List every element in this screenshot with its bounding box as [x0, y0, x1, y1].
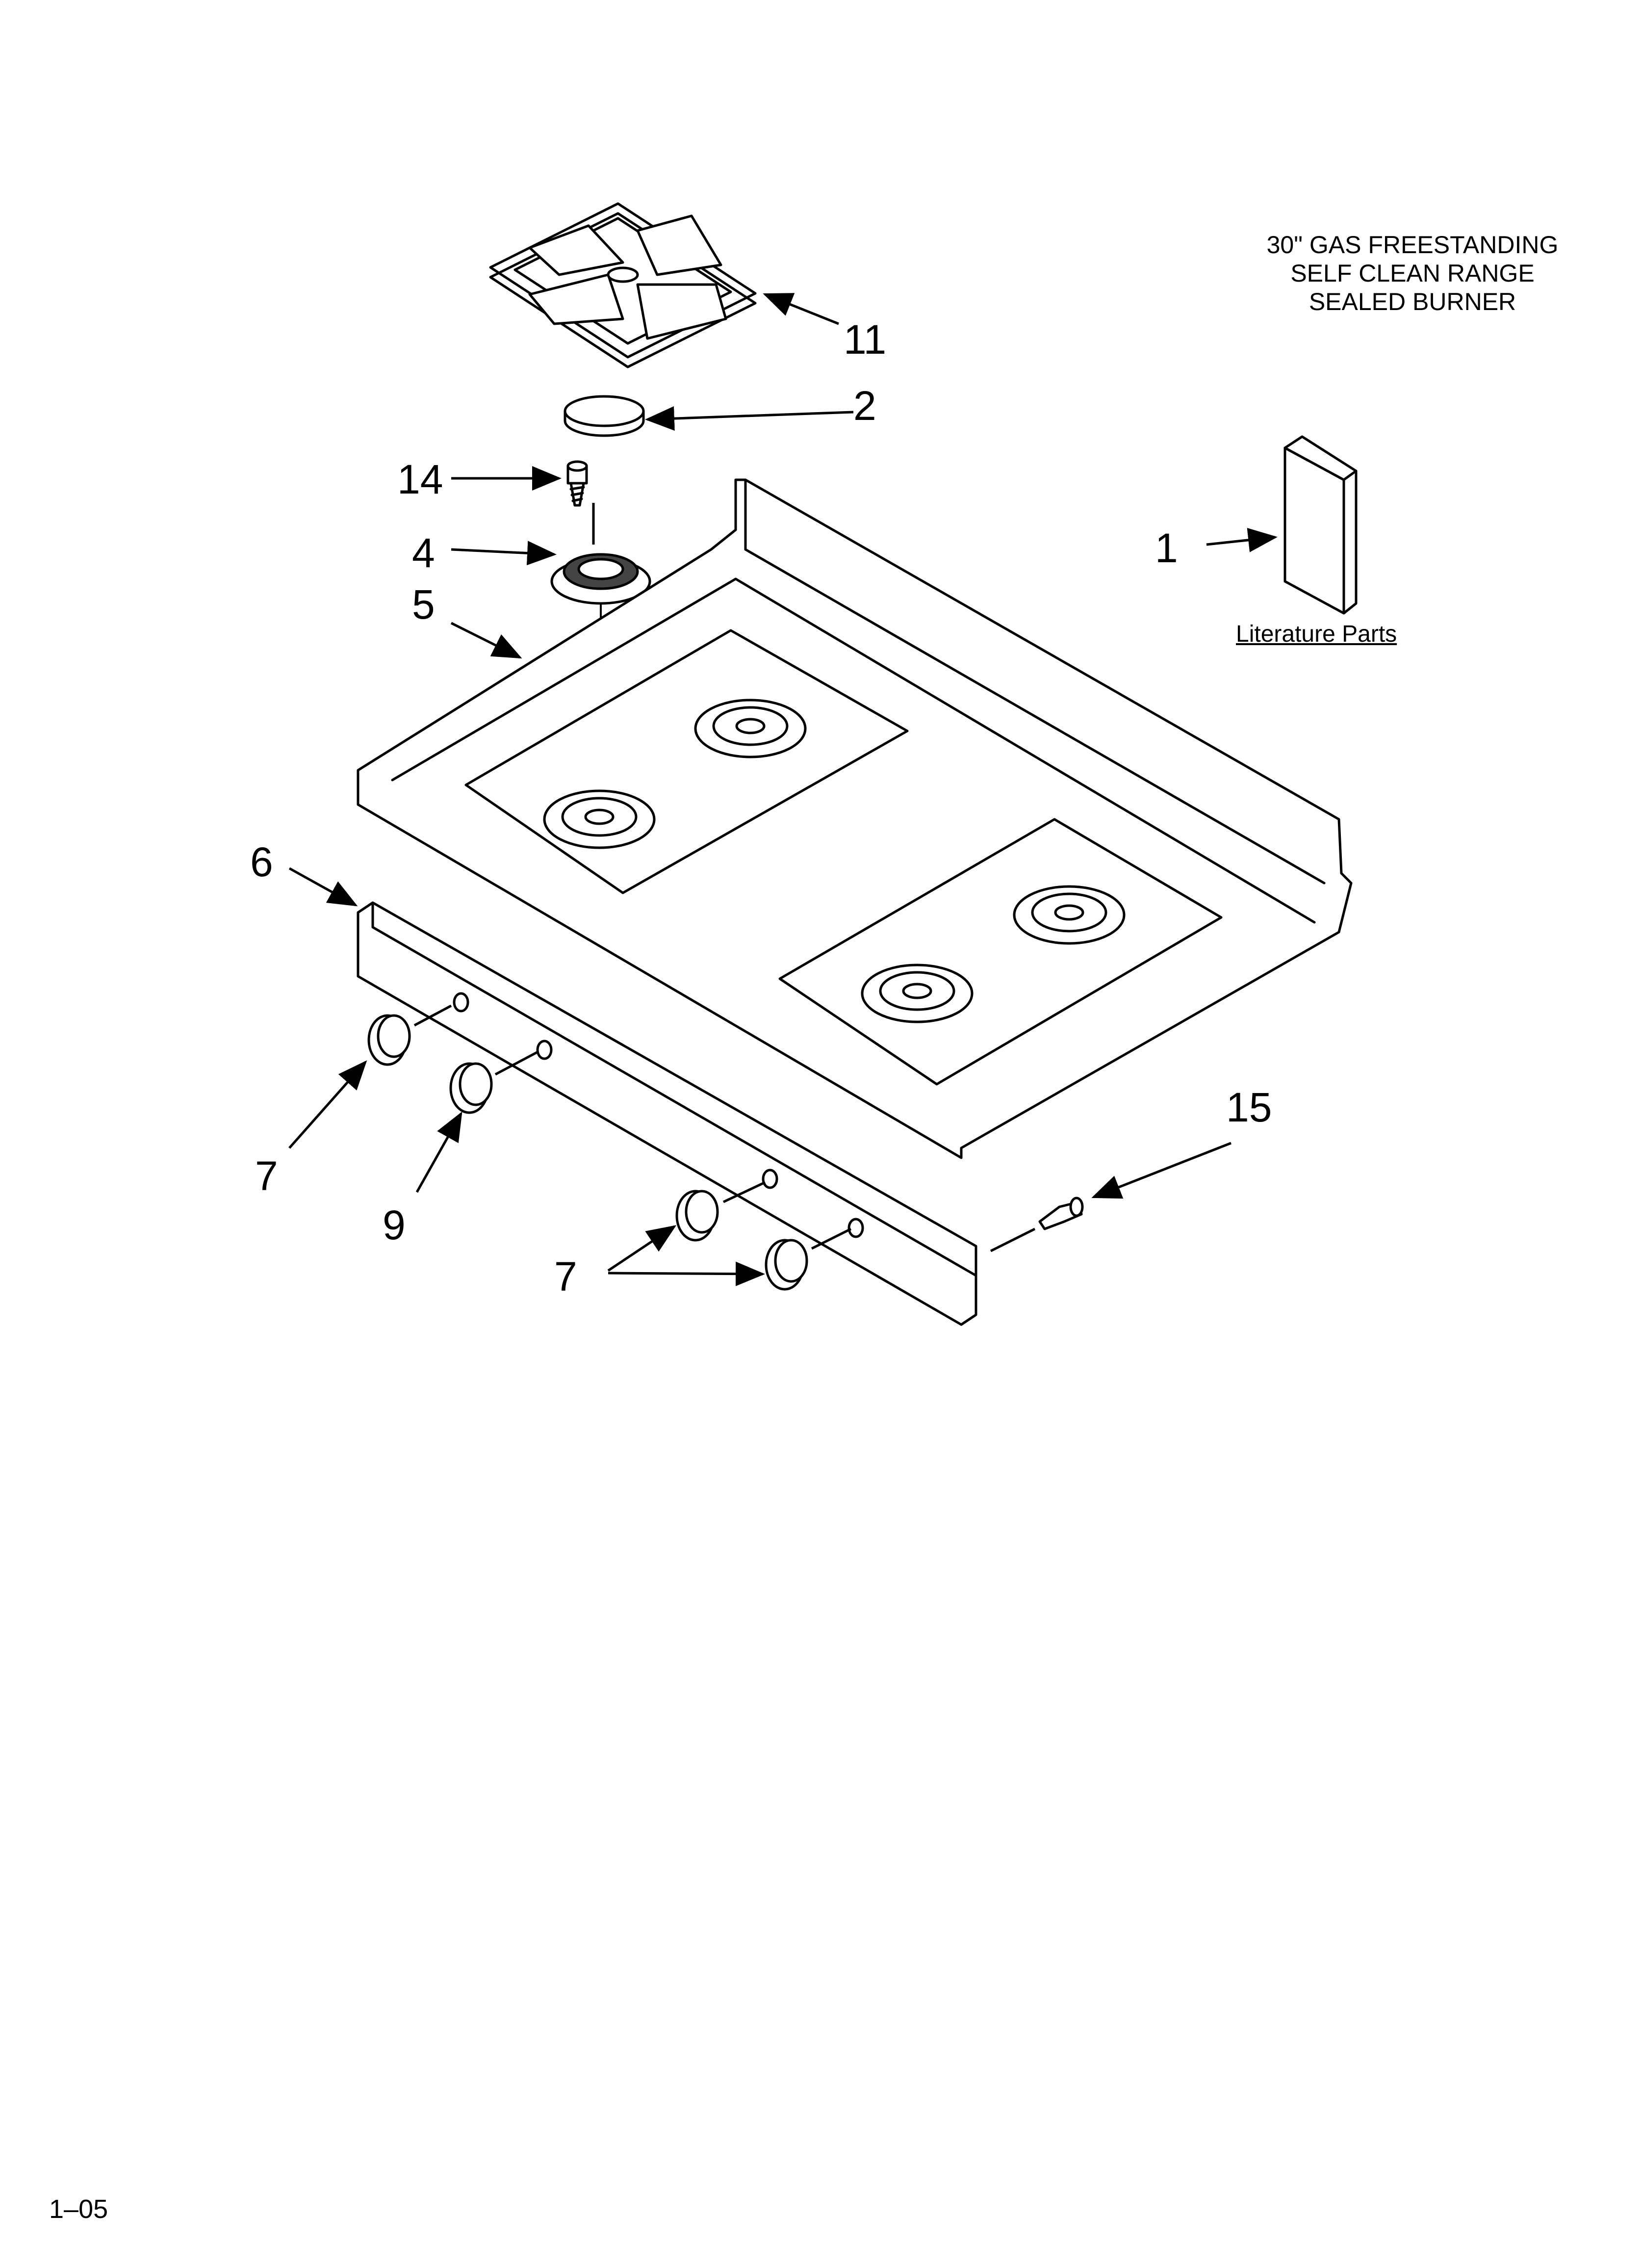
burner-grate-icon — [489, 202, 757, 368]
burner-base-icon — [550, 553, 651, 605]
leader-6 — [288, 867, 358, 907]
alignment-line — [811, 1227, 852, 1250]
cooktop-icon — [357, 478, 1353, 1159]
callout-11: 11 — [844, 316, 887, 363]
leader-9 — [415, 1111, 462, 1193]
leader-7b-2 — [608, 1261, 765, 1286]
callout-5: 5 — [412, 581, 435, 627]
screw-icon — [1038, 1197, 1084, 1230]
callout-9: 9 — [383, 1202, 406, 1248]
leader-1 — [1206, 528, 1278, 552]
alignment-line — [494, 1051, 538, 1076]
leader-7b-1 — [607, 1225, 677, 1272]
alignment-line — [722, 1181, 766, 1203]
callout-1: 1 — [1155, 525, 1178, 571]
literature-parts-label: Literature Parts — [1236, 621, 1397, 647]
callout-6: 6 — [250, 839, 273, 885]
callout-7-pair: 7 — [554, 1253, 577, 1300]
control-knob-icon — [449, 1062, 493, 1114]
leader-2 — [645, 406, 854, 431]
callout-4: 4 — [412, 530, 435, 576]
alignment-line — [990, 1227, 1036, 1252]
screw-icon — [566, 460, 588, 507]
control-knob-icon — [675, 1190, 719, 1242]
callout-15: 15 — [1226, 1084, 1272, 1130]
title-line-3: SEALED BURNER — [1308, 288, 1516, 315]
control-knob-icon — [367, 1014, 411, 1066]
callout-7: 7 — [255, 1153, 278, 1199]
diagram-title: 30" GAS FREESTANDING SELF CLEAN RANGE SE… — [1177, 231, 1642, 316]
leader-15 — [1091, 1142, 1232, 1199]
title-line-2: SELF CLEAN RANGE — [1290, 260, 1535, 287]
control-knob-icon — [765, 1239, 808, 1291]
page-code: 1–05 — [49, 2194, 108, 2224]
control-panel-icon — [357, 901, 977, 1326]
leader-7a — [288, 1060, 367, 1149]
leader-4 — [451, 541, 557, 566]
burner-cap-icon — [564, 395, 645, 437]
leader-5 — [450, 622, 522, 659]
literature-parts-booklet-icon — [1283, 435, 1358, 615]
leader-11 — [763, 293, 839, 325]
alignment-line — [413, 1004, 452, 1027]
callout-2: 2 — [853, 383, 876, 429]
callout-14: 14 — [397, 456, 443, 502]
title-line-1: 30" GAS FREESTANDING — [1266, 231, 1559, 259]
